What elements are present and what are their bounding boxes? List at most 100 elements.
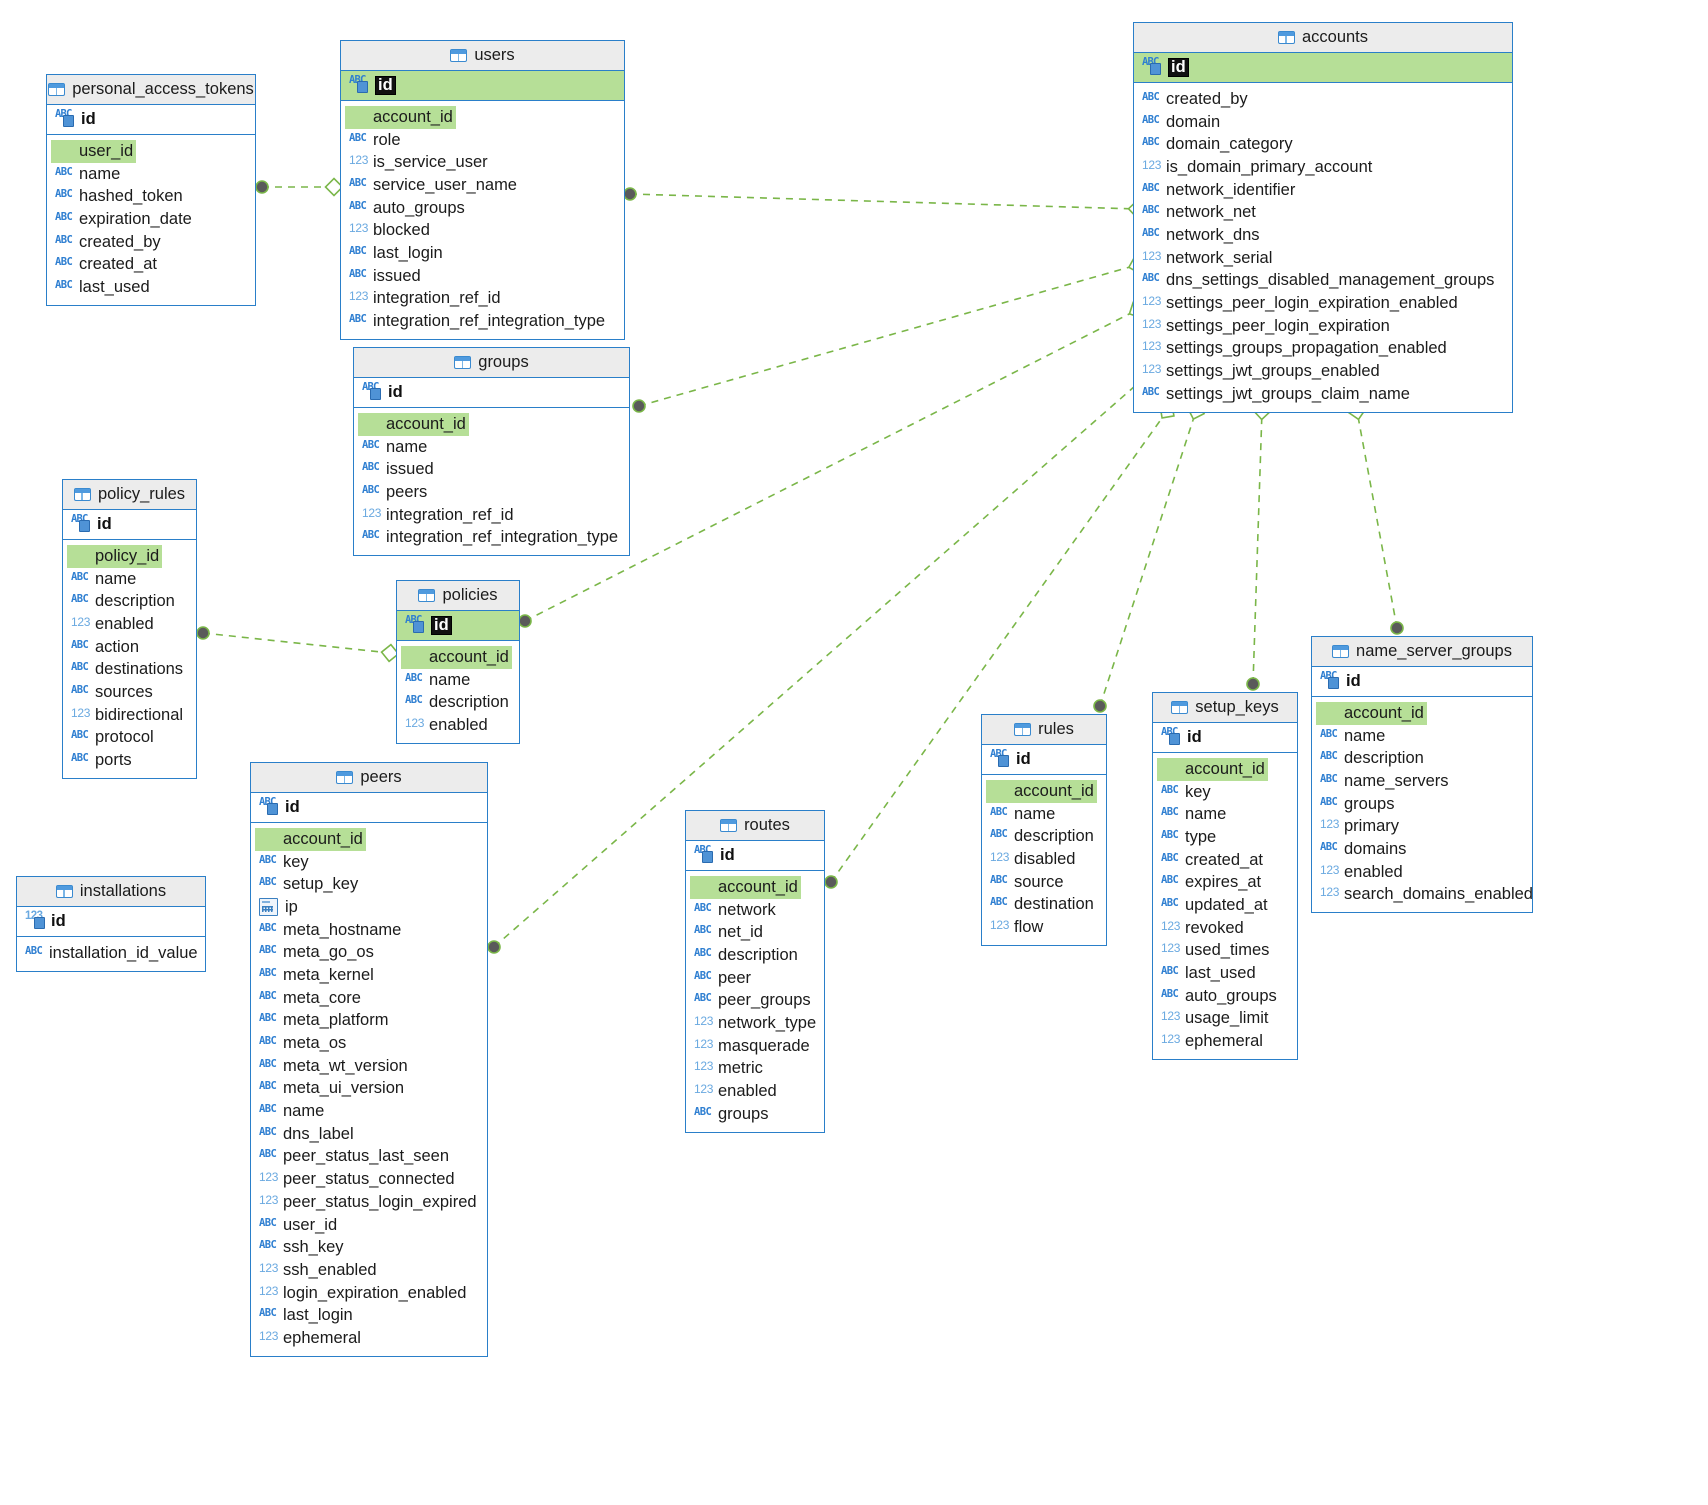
column-row[interactable]: name	[1312, 725, 1532, 748]
column-row[interactable]: auto_groups	[341, 197, 624, 220]
column-row[interactable]: net_id	[686, 921, 824, 944]
primary-key-row[interactable]: id	[1134, 53, 1512, 83]
table-header-policies[interactable]: policies	[397, 581, 519, 611]
column-row[interactable]: issued	[341, 265, 624, 288]
column-row[interactable]: account_id	[1153, 757, 1297, 781]
primary-key-row[interactable]: id	[341, 71, 624, 101]
column-row[interactable]: masquerade	[686, 1035, 824, 1058]
column-row[interactable]: created_by	[47, 231, 255, 254]
table-peers[interactable]: peersidaccount_idkeysetup_keyipmeta_host…	[250, 762, 488, 1357]
column-row[interactable]: settings_peer_login_expiration	[1134, 315, 1512, 338]
column-row[interactable]: flow	[982, 916, 1106, 939]
column-row[interactable]: role	[341, 129, 624, 152]
column-row[interactable]: enabled	[397, 714, 519, 737]
column-row[interactable]: integration_ref_id	[354, 504, 629, 527]
column-row[interactable]: ephemeral	[251, 1327, 487, 1350]
primary-key-row[interactable]: id	[63, 510, 196, 540]
column-row[interactable]: key	[1153, 781, 1297, 804]
table-installations[interactable]: installationsidinstallation_id_value	[16, 876, 206, 972]
column-row[interactable]: last_login	[251, 1304, 487, 1327]
column-row[interactable]: protocol	[63, 727, 196, 750]
column-row[interactable]: auto_groups	[1153, 985, 1297, 1008]
table-accounts[interactable]: accountsidcreated_bydomaindomain_categor…	[1133, 22, 1513, 413]
column-row[interactable]: domain	[1134, 111, 1512, 134]
column-row[interactable]: peer_status_connected	[251, 1168, 487, 1191]
column-row[interactable]: peer_status_login_expired	[251, 1191, 487, 1214]
column-row[interactable]: description	[63, 590, 196, 613]
table-header-name_server_groups[interactable]: name_server_groups	[1312, 637, 1532, 667]
column-row[interactable]: meta_go_os	[251, 941, 487, 964]
column-row[interactable]: ports	[63, 749, 196, 772]
table-header-accounts[interactable]: accounts	[1134, 23, 1512, 53]
column-row[interactable]: network_dns	[1134, 224, 1512, 247]
column-row[interactable]: dns_label	[251, 1123, 487, 1146]
column-row[interactable]: created_at	[47, 253, 255, 276]
column-row[interactable]: network_net	[1134, 201, 1512, 224]
column-row[interactable]: description	[686, 944, 824, 967]
column-row[interactable]: expiration_date	[47, 208, 255, 231]
column-row[interactable]: settings_peer_login_expiration_enabled	[1134, 292, 1512, 315]
column-row[interactable]: type	[1153, 826, 1297, 849]
column-row[interactable]: used_times	[1153, 940, 1297, 963]
column-row[interactable]: metric	[686, 1058, 824, 1081]
column-row[interactable]: network_type	[686, 1012, 824, 1035]
table-name_server_groups[interactable]: name_server_groupsidaccount_idnamedescri…	[1311, 636, 1533, 914]
primary-key-row[interactable]: id	[686, 841, 824, 871]
column-row[interactable]: meta_core	[251, 987, 487, 1010]
column-row[interactable]: issued	[354, 458, 629, 481]
column-row[interactable]: ip	[251, 896, 487, 919]
column-row[interactable]: last_login	[341, 242, 624, 265]
column-row[interactable]: last_used	[1153, 962, 1297, 985]
column-row[interactable]: integration_ref_integration_type	[354, 526, 629, 549]
column-row[interactable]: settings_jwt_groups_enabled	[1134, 360, 1512, 383]
primary-key-row[interactable]: id	[1312, 667, 1532, 697]
table-header-peers[interactable]: peers	[251, 763, 487, 793]
column-row[interactable]: groups	[686, 1103, 824, 1126]
column-row[interactable]: account_id	[982, 779, 1106, 803]
column-row[interactable]: user_id	[47, 139, 255, 163]
column-row[interactable]: search_domains_enabled	[1312, 884, 1533, 907]
column-row[interactable]: ssh_enabled	[251, 1259, 487, 1282]
primary-key-row[interactable]: id	[982, 745, 1106, 775]
column-row[interactable]: meta_os	[251, 1032, 487, 1055]
column-row[interactable]: login_expiration_enabled	[251, 1282, 487, 1305]
column-row[interactable]: installation_id_value	[17, 942, 205, 965]
primary-key-row[interactable]: id	[47, 105, 255, 135]
primary-key-row[interactable]: id	[251, 793, 487, 823]
table-header-users[interactable]: users	[341, 41, 624, 71]
column-row[interactable]: meta_platform	[251, 1010, 487, 1033]
primary-key-row[interactable]: id	[1153, 723, 1297, 753]
table-header-setup_keys[interactable]: setup_keys	[1153, 693, 1297, 723]
column-row[interactable]: is_domain_primary_account	[1134, 156, 1512, 179]
table-policy_rules[interactable]: policy_rulesidpolicy_idnamedescriptionen…	[62, 479, 197, 779]
column-row[interactable]: hashed_token	[47, 185, 255, 208]
column-row[interactable]: dns_settings_disabled_management_groups	[1134, 270, 1512, 293]
primary-key-row[interactable]: id	[17, 907, 205, 937]
column-row[interactable]: name_servers	[1312, 770, 1532, 793]
column-row[interactable]: sources	[63, 681, 196, 704]
column-row[interactable]: network_serial	[1134, 247, 1512, 270]
column-row[interactable]: domain_category	[1134, 133, 1512, 156]
column-row[interactable]: action	[63, 636, 196, 659]
column-row[interactable]: description	[1312, 747, 1532, 770]
table-groups[interactable]: groupsidaccount_idnameissuedpeersintegra…	[353, 347, 630, 557]
column-row[interactable]: name	[63, 568, 196, 591]
column-row[interactable]: settings_jwt_groups_claim_name	[1134, 383, 1512, 406]
column-row[interactable]: meta_kernel	[251, 964, 487, 987]
column-row[interactable]: integration_ref_id	[341, 288, 624, 311]
column-row[interactable]: name	[1153, 803, 1297, 826]
column-row[interactable]: primary	[1312, 815, 1532, 838]
column-row[interactable]: service_user_name	[341, 174, 624, 197]
column-row[interactable]: name	[397, 669, 519, 692]
column-row[interactable]: enabled	[1312, 861, 1532, 884]
column-row[interactable]: account_id	[341, 105, 624, 129]
column-row[interactable]: name	[982, 803, 1106, 826]
column-row[interactable]: last_used	[47, 276, 255, 299]
table-rules[interactable]: rulesidaccount_idnamedescriptiondisabled…	[981, 714, 1107, 946]
column-row[interactable]: meta_wt_version	[251, 1055, 487, 1078]
column-row[interactable]: name	[354, 436, 629, 459]
column-row[interactable]: name	[251, 1100, 487, 1123]
column-row[interactable]: expires_at	[1153, 871, 1297, 894]
column-row[interactable]: network_identifier	[1134, 179, 1512, 202]
column-row[interactable]: meta_hostname	[251, 919, 487, 942]
